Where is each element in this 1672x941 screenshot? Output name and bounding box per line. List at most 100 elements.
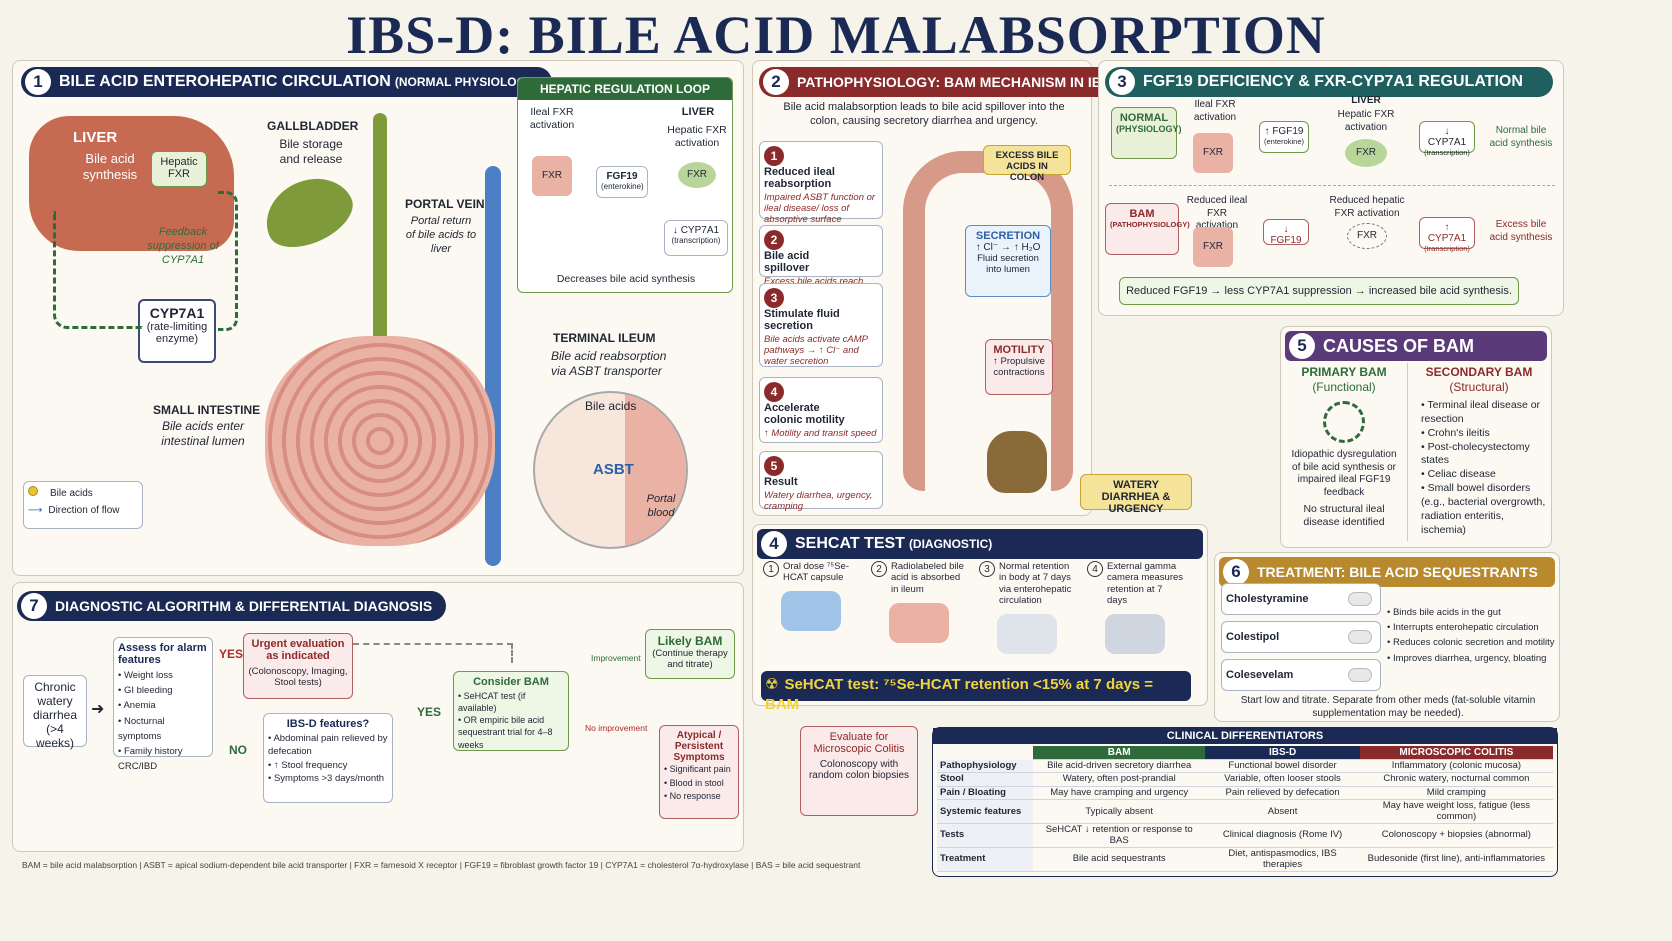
ileum-bile-acids-label: Bile acids <box>585 399 637 413</box>
panel-treatment: 6 TREATMENT: BILE ACID SEQUESTRANTS Chol… <box>1214 552 1560 722</box>
b-transcription: (transcription) <box>1424 244 1470 253</box>
diff-corner <box>937 746 1033 760</box>
motility-desc: ↑ Propulsive contractions <box>993 356 1045 378</box>
step-desc: Impaired ASBT function or ileal disease/… <box>764 192 876 225</box>
b-cyp-box: ↑ CYP7A1(transcription) <box>1419 217 1475 253</box>
excess-bile-box: EXCESS BILE ACIDS IN COLON <box>983 145 1071 183</box>
small-intestine-label: SMALL INTESTINE <box>153 403 261 417</box>
p3-summary: Reduced FGF19 → less CYP7A1 suppression … <box>1119 277 1519 305</box>
panel-5-number: 5 <box>1289 333 1315 359</box>
step-number: 5 <box>764 456 784 476</box>
diff-cell: Bile acid sequestrants <box>1033 847 1206 872</box>
sehcat-step-number: 4 <box>1087 561 1103 577</box>
diff-cell: Variable, often looser stools <box>1205 772 1360 787</box>
urgent-sub: (Colonoscopy, Imaging, Stool tests) <box>248 666 348 688</box>
cyp7a1-box: CYP7A1 (rate-limiting enzyme) <box>138 299 216 363</box>
algorithm-item: Symptoms >3 days/month <box>268 772 388 785</box>
sehcat-result: ☢SeHCAT test: ⁷⁵Se-HCAT retention <15% a… <box>761 671 1191 713</box>
pill-icon <box>1348 592 1372 606</box>
bile-duct <box>373 113 387 363</box>
drug-item: Colesevelam <box>1221 659 1381 691</box>
loop-fgf19-box: FGF19(enterokine) <box>596 166 648 198</box>
yes2-label: YES <box>417 705 442 719</box>
secretion-title: SECRETION <box>975 230 1041 242</box>
step-desc: Bile acids activate cAMP pathways → ↑ Cl… <box>764 334 868 367</box>
alarm-title: Assess for alarm features <box>118 642 207 666</box>
diff-cell: Bile acid-driven secretory diarrhea <box>1033 759 1206 774</box>
b-fxr-ileal: FXR <box>1193 227 1233 267</box>
drug-item: Colestipol <box>1221 621 1381 653</box>
panel-5-header: 5 CAUSES OF BAM <box>1285 331 1547 361</box>
arrow-icon: ➜ <box>91 701 105 718</box>
algorithm-item: Weight loss <box>118 668 208 683</box>
portal-vein-label: PORTAL VEIN <box>405 197 485 211</box>
small-intestine-illustration <box>265 336 495 546</box>
normal-sub: (PHYSIOLOGY) <box>1116 124 1182 134</box>
ibsd-title: IBS-D features? <box>286 718 370 730</box>
n-hep-label: Hepatic FXR activation <box>1337 109 1395 133</box>
primary-note: No structural ileal disease identified <box>1303 503 1385 529</box>
loop-liver-label: LIVER <box>681 106 715 118</box>
diff-cell: Mild cramping <box>1359 786 1553 801</box>
hepatic-fxr-box: Hepatic FXR <box>151 151 207 187</box>
step-number: 3 <box>764 288 784 308</box>
primary-sub: (Functional) <box>1312 380 1376 394</box>
diff-cell: May have weight loss, fatigue (less comm… <box>1359 799 1553 825</box>
algorithm-item: No response <box>664 790 734 804</box>
normal-box: NORMAL(PHYSIOLOGY) <box>1111 107 1182 159</box>
secondary-cause: Crohn's ileitis <box>1421 427 1549 441</box>
panel-2-header: 2 PATHOPHYSIOLOGY: BAM MECHANISM IN IBS-… <box>759 67 1136 97</box>
page-title: IBS-D: BILE ACID MALABSORPTION <box>346 5 1326 65</box>
colon-illustration <box>903 151 1073 491</box>
step-desc: ↑ Motility and transit speed <box>764 428 877 439</box>
panel-3-number: 3 <box>1109 69 1135 95</box>
terminal-ileum-sub: Bile acid reabsorption via ASBT transpor… <box>551 349 667 378</box>
diff-row-label: Stool <box>937 772 1033 787</box>
b-output: Excess bile acid synthesis <box>1489 219 1553 243</box>
step-number: 4 <box>764 382 784 402</box>
step-title: Bile acid spillover <box>764 250 810 274</box>
panel-4-title: SEHCAT TEST <box>795 535 905 552</box>
evaluate-box: Evaluate for Microscopic Colitis Colonos… <box>800 726 918 816</box>
algorithm-item: ↑ Stool frequency <box>268 759 388 772</box>
panel-4-number: 4 <box>761 531 787 557</box>
gallbladder-label: GALLBLADDER <box>267 119 359 133</box>
diff-cell: Clinical diagnosis (Rome IV) <box>1205 823 1360 849</box>
n-cyp-label: ↓ CYP7A1 <box>1427 126 1467 148</box>
secondary-sub: (Structural) <box>1449 380 1509 394</box>
alarm-list: Weight lossGI bleedingAnemiaNocturnal sy… <box>118 668 208 774</box>
bam-box: BAM(PATHOPHYSIOLOGY) <box>1105 203 1190 255</box>
diff-cell: Colonoscopy + biopsies (abnormal) <box>1359 823 1553 849</box>
consider-list: SeHCAT test (if available)OR empiric bil… <box>458 690 564 751</box>
evaluate-title: Evaluate for Microscopic Colitis <box>813 731 905 755</box>
panel-6-title: TREATMENT: BILE ACID SEQUESTRANTS <box>1257 564 1538 580</box>
consider-bam-box: Consider BAM SeHCAT test (if available)O… <box>453 671 569 751</box>
motility-box: MOTILITY ↑ Propulsive contractions <box>985 339 1053 395</box>
diff-row-label: Tests <box>937 823 1033 849</box>
treatment-bullets: Binds bile acids in the gutInterrupts en… <box>1387 605 1557 666</box>
footer-abbreviations: BAM = bile acid malabsorption | ASBT = a… <box>22 860 861 870</box>
b-fxr-hepatic: FXR <box>1347 223 1387 249</box>
cyp7a1-label: CYP7A1 <box>149 305 205 321</box>
diff-cell: May have cramping and urgency <box>1033 786 1206 801</box>
diff-cell: Watery, often post-prandial <box>1033 772 1206 787</box>
small-intestine-sub: Bile acids enter intestinal lumen <box>161 419 245 448</box>
sehcat-step-illustration <box>1105 614 1165 655</box>
algorithm-item: SeHCAT test (if available) <box>458 690 564 714</box>
loop-fgf19-label: FGF19 <box>606 171 638 182</box>
portal-vein-sub: Portal return of bile acids to liver <box>405 215 477 255</box>
loop-cyp-label: ↓ CYP7A1 <box>672 225 720 236</box>
n-liver-label: LIVER <box>1351 95 1381 106</box>
n-enterokine: (enterokine) <box>1264 137 1305 146</box>
loop-hfxr-label: Hepatic FXR activation <box>667 124 727 150</box>
secretion-ions: ↑ Cl⁻ → ↑ H₂O <box>975 242 1041 253</box>
panel-3-header: 3 FGF19 DEFICIENCY & FXR-CYP7A1 REGULATI… <box>1105 67 1553 97</box>
